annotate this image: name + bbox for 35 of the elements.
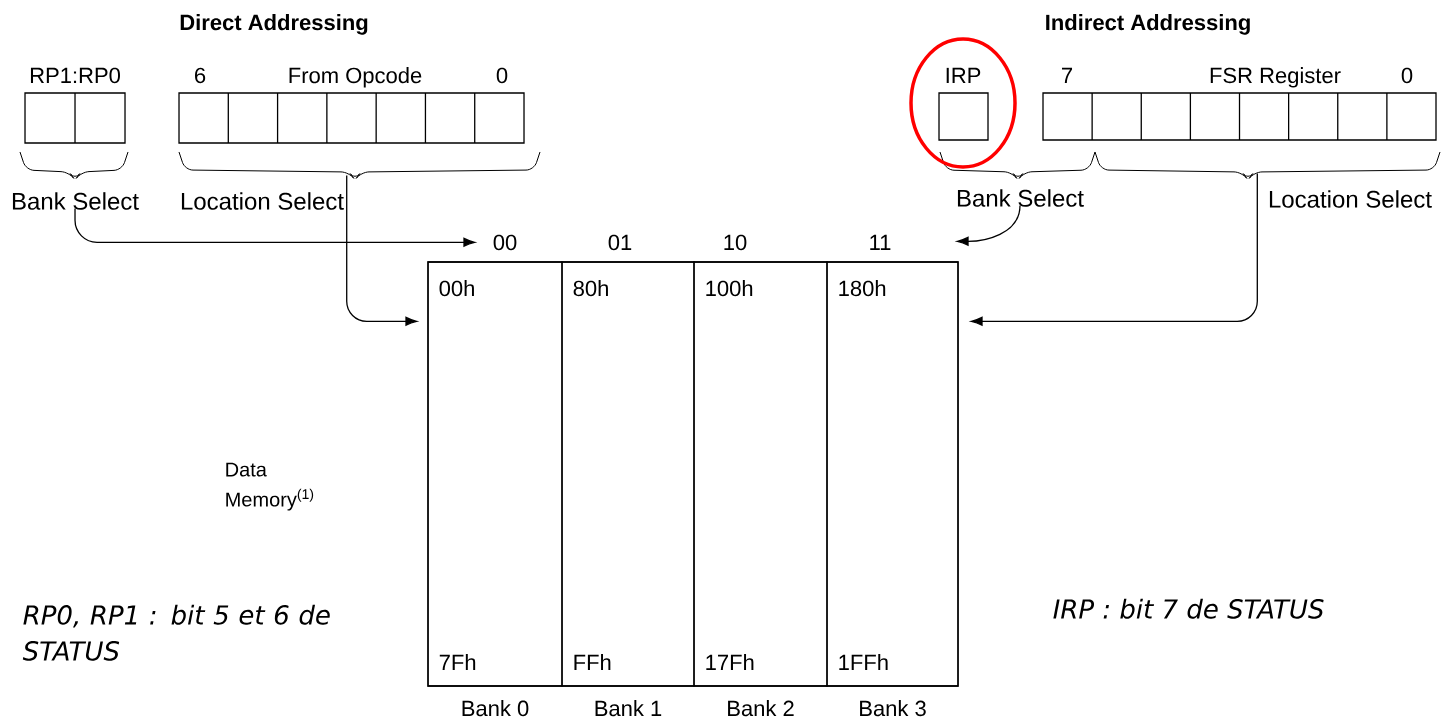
select-label: Bank Select	[957, 189, 1084, 207]
bank-label: Bank 3	[860, 700, 926, 717]
node-label: RP1:RP0	[30, 67, 120, 84]
select-label: Bank Select	[12, 192, 139, 210]
register-box: RP1:RP0	[24, 67, 126, 144]
bank-label: Bank 2	[728, 700, 794, 717]
bit-number: 0	[1401, 67, 1413, 84]
bank-label: Bank 1	[595, 700, 662, 717]
heading: Indirect Addressing	[1046, 14, 1250, 35]
note-text: IRP : bit 7 de STATUS	[1053, 598, 1324, 619]
bit-number: 7	[1062, 67, 1073, 83]
select-label: Location Select	[181, 192, 344, 210]
arrow	[956, 204, 1021, 246]
arrow	[970, 172, 1258, 326]
arrow	[346, 174, 418, 326]
note-text: RP0, RP1 : bit 5 et 6 de STATUS	[22, 604, 330, 661]
bank-column: 01 80h FFh	[561, 234, 695, 687]
bank-column: 11 180h 1FFh	[826, 234, 959, 687]
heading: Direct Addressing	[180, 14, 368, 35]
node-label: 10	[724, 234, 747, 251]
node-label: 11	[870, 234, 891, 250]
register-box: IRP	[938, 67, 989, 141]
bit-number: 0	[496, 67, 508, 84]
bank-column: 10 100h 17Fh	[693, 234, 828, 687]
select-label: Location Select	[1269, 190, 1432, 208]
node-label: From Opcode	[289, 67, 422, 88]
node-label: FSR Register	[1210, 67, 1341, 88]
bank-column: 00 00h 7Fh	[427, 234, 563, 687]
node-label: IRP	[946, 67, 981, 83]
bank-label: Bank 0	[462, 700, 529, 717]
memory-label: Data Memory$^{(1)}$	[226, 462, 314, 511]
arrow	[74, 207, 476, 247]
bit-number: 6	[195, 67, 206, 84]
node-label: 01	[608, 234, 632, 251]
node-label: 00	[493, 234, 517, 251]
